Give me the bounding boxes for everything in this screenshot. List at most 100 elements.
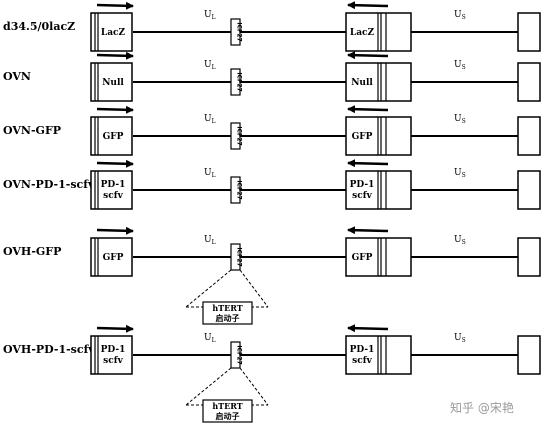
promoter-box (202, 399, 253, 423)
terminal-box (517, 12, 541, 52)
us-sub: S (462, 14, 466, 21)
ul-label: UL (204, 10, 216, 21)
ul-label: UL (204, 60, 216, 71)
left-gene-label: PD-1 (101, 345, 126, 355)
ul-sub: L (212, 14, 216, 21)
reverse-arrow (347, 324, 389, 333)
construct-label: OVN-PD-1-scfv (3, 178, 95, 191)
terminal-box (517, 62, 541, 102)
promoter-name: hTERT (212, 303, 242, 313)
promoter-desc: 启动子 (216, 411, 240, 421)
ul-label: UL (204, 168, 216, 179)
forward-arrow (96, 51, 134, 60)
construct-label: OVN-GFP (3, 124, 61, 137)
icp27-box (230, 18, 241, 46)
ul-sub: L (212, 64, 216, 71)
construct-label: OVH-PD-1-scfv (3, 343, 95, 356)
reverse-arrow (347, 226, 389, 235)
construct-label: d34.5/0lacZ (3, 20, 75, 33)
icp27-box (230, 68, 241, 96)
forward-arrow (96, 1, 134, 10)
us-sub: S (462, 337, 466, 344)
promoter-name: hTERT (212, 401, 242, 411)
left-gene-label: Null (102, 78, 124, 88)
terminal-box (517, 335, 541, 375)
reverse-arrow (347, 1, 389, 10)
ul-sub: L (212, 337, 216, 344)
us-sub: S (462, 239, 466, 246)
promoter-callout-line (239, 269, 269, 308)
us-sub: S (462, 172, 466, 179)
us-sub: S (462, 64, 466, 71)
forward-arrow (96, 226, 134, 235)
reverse-arrow (347, 159, 389, 168)
icp27-box (230, 176, 241, 204)
ul-main: U (204, 10, 212, 20)
us-main: U (454, 10, 462, 20)
icp27-label: ICP27 (236, 22, 243, 41)
us-label: US (454, 114, 466, 125)
left-gene-label: scfv (103, 191, 123, 201)
us-label: US (454, 333, 466, 344)
terminal-box (517, 116, 541, 156)
forward-arrow (96, 159, 134, 168)
ul-main: U (204, 235, 212, 245)
right-gene-label: PD-1 (350, 345, 375, 355)
us-main: U (454, 114, 462, 124)
right-gene-label: scfv (352, 356, 372, 366)
terminal-box (517, 237, 541, 277)
right-gene-label: scfv (352, 191, 372, 201)
right-gene-label: GFP (352, 132, 373, 142)
us-label: US (454, 60, 466, 71)
right-gene-label: Null (351, 78, 373, 88)
us-sub: S (462, 118, 466, 125)
icp27-box (230, 341, 241, 369)
icp27-box (230, 243, 241, 271)
left-gene-label: GFP (103, 132, 124, 142)
ul-label: UL (204, 333, 216, 344)
icp27-label: ICP27 (236, 72, 243, 91)
us-main: U (454, 168, 462, 178)
promoter-box (202, 301, 253, 325)
icp27-label: ICP27 (236, 126, 243, 145)
watermark-text: 知乎 @宋艳 (450, 400, 514, 415)
left-gene-label: scfv (103, 356, 123, 366)
ul-main: U (204, 114, 212, 124)
icp27-label: ICP27 (236, 345, 243, 364)
us-label: US (454, 235, 466, 246)
ul-main: U (204, 333, 212, 343)
left-repeat-box (90, 335, 133, 375)
ul-label: UL (204, 235, 216, 246)
construct-label: OVH-GFP (3, 245, 61, 258)
us-main: U (454, 60, 462, 70)
forward-arrow (96, 324, 134, 333)
right-gene-label: LacZ (350, 28, 375, 38)
terminal-box (517, 170, 541, 210)
promoter-callout-line (239, 367, 269, 406)
ul-sub: L (212, 118, 216, 125)
left-gene-label: PD-1 (101, 180, 126, 190)
forward-arrow (96, 105, 134, 114)
us-main: U (454, 235, 462, 245)
left-gene-label: GFP (103, 253, 124, 263)
ul-sub: L (212, 172, 216, 179)
ul-label: UL (204, 114, 216, 125)
icp27-label: ICP27 (236, 247, 243, 266)
reverse-arrow (347, 51, 389, 60)
ul-main: U (204, 168, 212, 178)
icp27-label: ICP27 (236, 180, 243, 199)
construct-label: OVN (3, 70, 31, 83)
ul-main: U (204, 60, 212, 70)
us-label: US (454, 168, 466, 179)
reverse-arrow (347, 105, 389, 114)
promoter-desc: 启动子 (216, 313, 240, 323)
left-gene-label: LacZ (101, 28, 126, 38)
us-main: U (454, 333, 462, 343)
right-gene-label: PD-1 (350, 180, 375, 190)
